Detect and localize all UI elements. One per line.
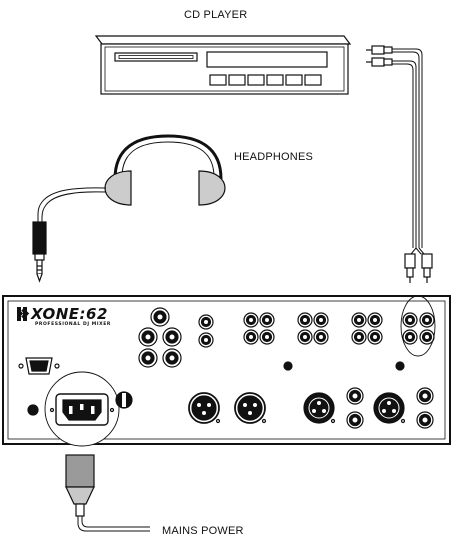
- rca-socket: [138, 348, 158, 368]
- rca-plug-left-down: [404, 253, 416, 283]
- rca-plug-right-down: [421, 253, 433, 283]
- mains-power-plug: [65, 454, 95, 517]
- rca-inputs-left: [138, 307, 214, 368]
- brand-logo: ❖XONE:62 PROFESSIONAL DJ MIXER: [17, 305, 111, 327]
- headphones-label: HEADPHONES: [234, 151, 314, 163]
- rca-socket: [162, 327, 182, 347]
- rca-socket: [198, 332, 214, 348]
- xlr-output-right: [234, 392, 267, 424]
- xlr-input-channel-1: [303, 392, 336, 424]
- right-earcup: [198, 170, 226, 206]
- headphones: [32, 134, 226, 283]
- rca-plug-top: [366, 45, 393, 55]
- mixer: [2, 295, 451, 447]
- serial-port: [18, 357, 60, 375]
- fuse-holder: [115, 391, 133, 409]
- cd-display: [206, 51, 328, 68]
- xlr-output-left: [188, 392, 221, 424]
- jack-inputs-channel-1: [346, 387, 364, 429]
- cd-player-label: CD PLAYER: [184, 9, 248, 21]
- mains-power-cable: [77, 516, 150, 532]
- power-switch: [27, 404, 39, 416]
- headphone-jack-plug: [32, 221, 47, 283]
- cd-transport-buttons: [209, 74, 322, 86]
- ground-screws: [283, 361, 405, 371]
- rca-socket: [162, 348, 182, 368]
- rca-plug-bottom: [366, 57, 393, 67]
- rca-socket: [138, 327, 158, 347]
- rca-inputs-channel-4: [402, 312, 435, 345]
- rca-socket: [150, 307, 170, 327]
- brand-name: ❖XONE:62: [17, 305, 108, 323]
- rca-socket: [198, 314, 214, 330]
- iec-power-socket: [44, 371, 120, 447]
- xlr-input-channel-2: [373, 392, 406, 424]
- rca-inputs-channel-2: [297, 312, 329, 345]
- cd-connection-highlight: [400, 295, 436, 357]
- rca-cable: [366, 45, 433, 283]
- jack-inputs-channel-2: [416, 387, 434, 429]
- rca-inputs-channel-1: [243, 312, 275, 345]
- disc-tray: [114, 52, 198, 62]
- cd-player: [94, 35, 352, 95]
- mains-power-label: MAINS POWER: [162, 525, 244, 537]
- brand-tagline: PROFESSIONAL DJ MIXER: [35, 322, 111, 327]
- left-earcup: [104, 170, 132, 206]
- rca-inputs-channel-3: [351, 312, 383, 345]
